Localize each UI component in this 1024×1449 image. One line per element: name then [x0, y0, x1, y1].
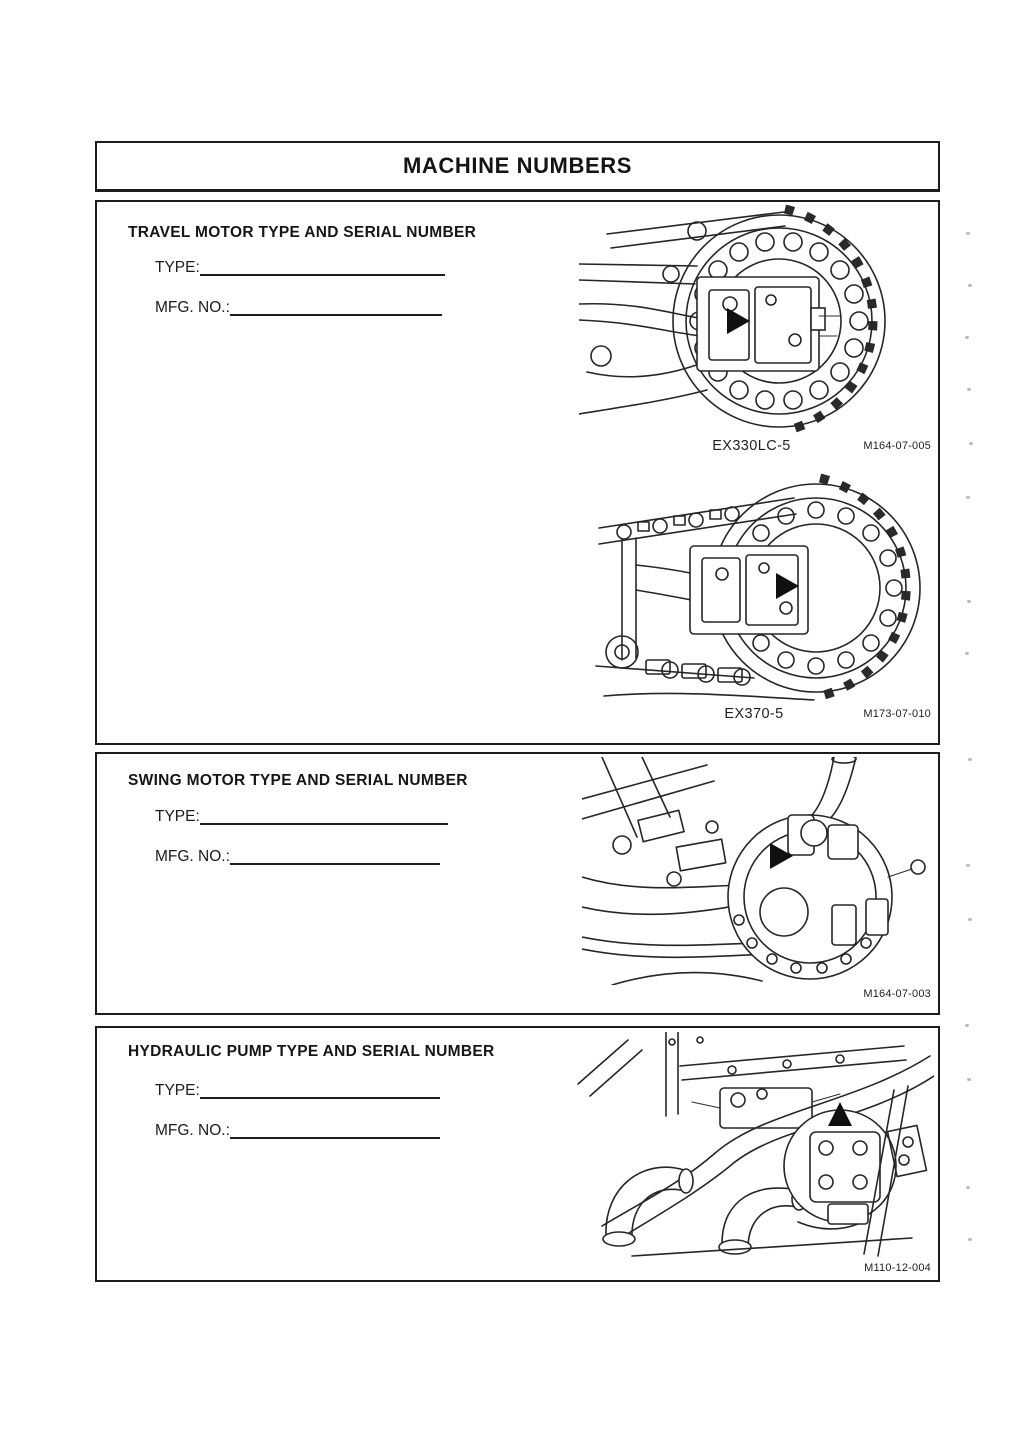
bolt-ring: [689, 232, 869, 410]
serial-plate-arrow-icon: [776, 573, 799, 599]
travel-mfgno-field: MFG. NO.:: [155, 299, 442, 317]
travel-mfgno-blank-line: [229, 300, 442, 316]
travel-type-field: TYPE:: [155, 259, 445, 277]
travel-motor-block: [689, 545, 809, 635]
figure-ref-m164-07-003: M164-07-003: [863, 988, 931, 1000]
figure-ref-m173-07-010: M173-07-010: [863, 708, 931, 720]
scan-speck: [965, 652, 969, 655]
hydraulic-pump-heading: HYDRAULIC PUMP TYPE AND SERIAL NUMBER: [128, 1043, 495, 1060]
swing-type-blank-line: [199, 809, 448, 825]
page-title: MACHINE NUMBERS: [403, 153, 632, 178]
section-swing-motor: SWING MOTOR TYPE AND SERIAL NUMBER TYPE:…: [95, 752, 940, 1015]
swing-motor-heading: SWING MOTOR TYPE AND SERIAL NUMBER: [128, 772, 468, 789]
section-hydraulic-pump: HYDRAULIC PUMP TYPE AND SERIAL NUMBER TY…: [95, 1026, 940, 1282]
scan-speck: [966, 232, 970, 235]
figure-ref-m164-07-005: M164-07-005: [863, 440, 931, 452]
serial-plate-arrow-icon: [828, 1102, 852, 1126]
travel-motor-ex370-5-figure: EX370-5: [594, 470, 939, 722]
travel-motor-heading: TRAVEL MOTOR TYPE AND SERIAL NUMBER: [128, 224, 477, 241]
scan-speck: [965, 336, 969, 339]
pump-type-field: TYPE:: [155, 1082, 440, 1100]
track-frame-fittings: [616, 506, 740, 540]
elbow-pipes: [602, 1166, 807, 1255]
hydraulic-pump-illustration: [577, 1032, 934, 1257]
scan-speck: [967, 1078, 971, 1081]
travel-mfgno-label: MFG. NO.:: [155, 299, 230, 316]
scan-speck: [967, 388, 971, 391]
serial-plate-arrow-icon: [727, 308, 750, 334]
scan-speck: [968, 758, 972, 761]
serial-plate-arrow-icon: [770, 843, 793, 869]
figure-ref-m110-12-004: M110-12-004: [864, 1262, 931, 1274]
travel-type-label: TYPE:: [155, 259, 200, 276]
scan-speck: [968, 1238, 972, 1241]
scan-speck: [965, 1024, 969, 1027]
scan-speck: [966, 496, 970, 499]
scan-speck: [967, 600, 971, 603]
track-shoes: [605, 635, 751, 686]
figure-caption-ex370-5: EX370-5: [724, 706, 784, 722]
pump-type-blank-line: [199, 1083, 440, 1099]
hydraulic-pump-figure: [572, 1032, 934, 1262]
pump-block: [783, 1109, 897, 1225]
pump-type-label: TYPE:: [155, 1082, 200, 1099]
swing-type-label: TYPE:: [155, 808, 200, 825]
section-travel-motor: TRAVEL MOTOR TYPE AND SERIAL NUMBER TYPE…: [95, 200, 940, 745]
pump-mfgno-blank-line: [229, 1123, 440, 1139]
figure-caption-ex330lc5: EX330LC-5: [712, 438, 791, 454]
side-plate: [886, 1124, 928, 1178]
travel-motor-ex330lc5-figure: EX330LC-5: [579, 204, 937, 459]
pump-regulator-block: [691, 1087, 841, 1129]
scan-speck: [966, 864, 970, 867]
pump-mfgno-label: MFG. NO.:: [155, 1122, 230, 1139]
travel-motor-block: [696, 276, 842, 372]
travel-motor-ex330lc5-illustration: [579, 204, 886, 436]
scan-speck: [968, 284, 972, 287]
scan-speck: [966, 1186, 970, 1189]
swing-type-field: TYPE:: [155, 808, 448, 826]
travel-motor-ex370-5-illustration: [595, 473, 921, 701]
swing-mfgno-field: MFG. NO.:: [155, 848, 440, 866]
swing-mfgno-label: MFG. NO.:: [155, 848, 230, 865]
scan-speck: [968, 918, 972, 921]
pump-mfgno-field: MFG. NO.:: [155, 1122, 440, 1140]
scan-speck: [969, 442, 973, 445]
swing-motor-figure: [582, 757, 934, 987]
swing-mfgno-blank-line: [229, 849, 440, 865]
travel-type-blank-line: [199, 260, 445, 276]
swing-motor-housing: [727, 814, 926, 980]
page-title-box: MACHINE NUMBERS: [95, 141, 940, 192]
swing-motor-illustration: [582, 757, 926, 985]
